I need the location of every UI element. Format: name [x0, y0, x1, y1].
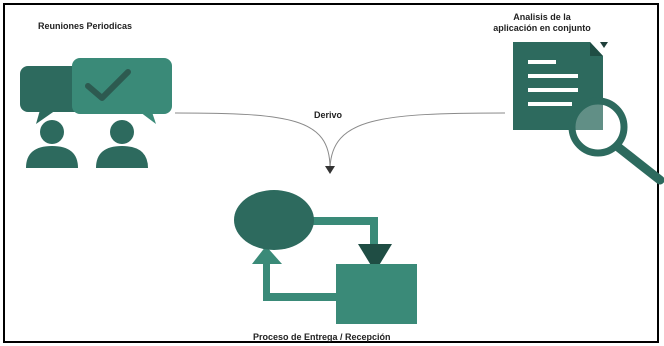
connector-arrowhead: [325, 166, 335, 174]
analysis-label-line2: aplicación en conjunto: [493, 23, 591, 33]
connector-lines: [174, 112, 506, 169]
triangle-marker: [600, 42, 608, 48]
magnifier-icon: [568, 97, 664, 185]
checkmark-icon: [85, 69, 131, 101]
chat-bubbles-icon: [20, 58, 172, 124]
connector-left: [174, 112, 331, 169]
meetings-label: Reuniones Periodicas: [38, 21, 133, 31]
process-label: Proceso de Entrega / Recepción: [253, 332, 391, 342]
cycle-arrow-icon: [252, 217, 392, 301]
cycle-circle-icon: [234, 190, 314, 250]
analysis-label-line1: Analisis de la: [513, 12, 571, 22]
cycle-square-icon: [336, 264, 417, 324]
person-icon: [96, 120, 148, 168]
derivo-label: Derivo: [314, 110, 343, 120]
person-icon: [26, 120, 78, 168]
connector-right: [329, 112, 506, 169]
